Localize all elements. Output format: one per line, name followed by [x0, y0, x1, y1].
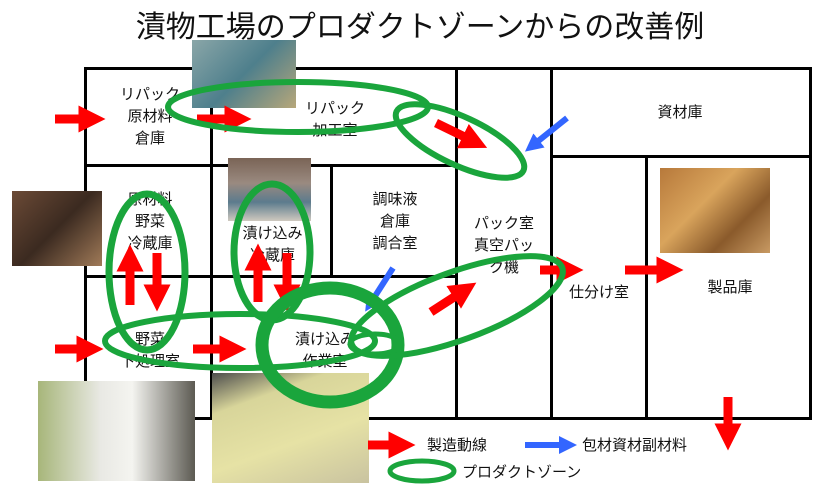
photo-worker-cabbage [38, 381, 195, 481]
legend-zone-ellipse [387, 458, 457, 484]
legend-material-flow: 包材資材副材料 [582, 436, 688, 454]
legend-production-flow: 製造動線 [427, 436, 488, 454]
page-title: 漬物工場のプロダクトゾーンからの改善例 [135, 10, 705, 45]
label-repack-raw: リパック 原材料 倉庫 [119, 85, 180, 147]
photo-pickled-product [660, 168, 770, 253]
label-sorting: 仕分け室 [568, 283, 629, 301]
product-zones [102, 79, 566, 484]
label-pack: パック室 真空パッ ク機 [473, 214, 534, 276]
label-seasoning: 調味液 倉庫 調合室 [372, 190, 418, 252]
label-materials: 資材庫 [657, 103, 703, 121]
legend-product-zone: プロダクトゾーン [462, 463, 582, 481]
label-product: 製品庫 [707, 278, 753, 296]
production-flow-arrows [55, 105, 742, 459]
material-flow-arrows [365, 115, 577, 454]
photo-boxes [12, 191, 102, 266]
photo-repack-machine [192, 40, 296, 108]
